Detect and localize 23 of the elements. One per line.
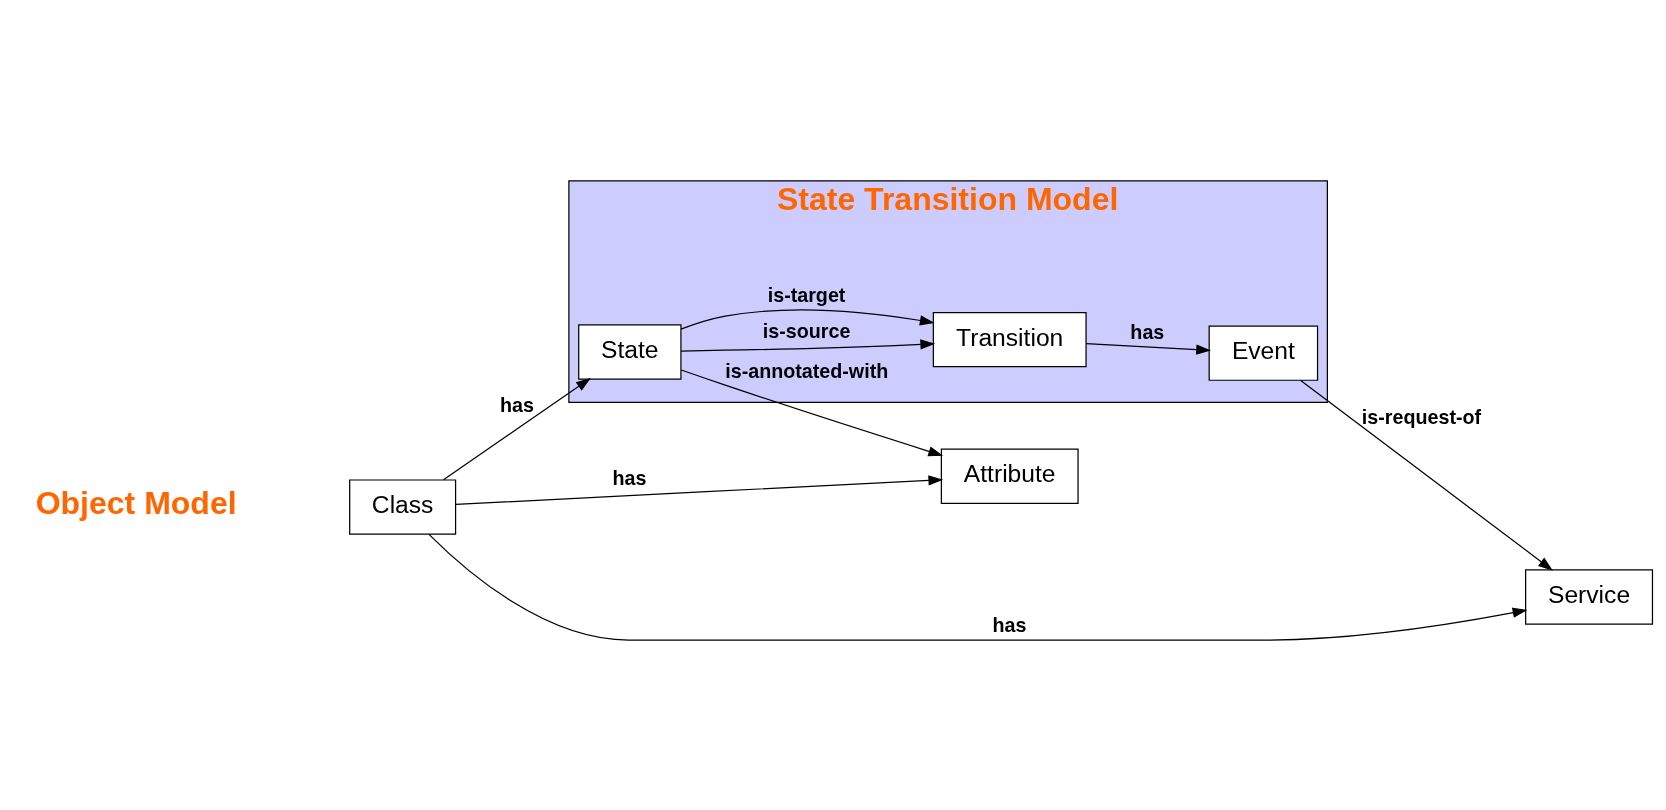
arrow xyxy=(680,368,944,456)
node-box: State xyxy=(578,323,682,380)
edge-label: is-target xyxy=(767,283,846,306)
node-box: Service xyxy=(1525,568,1654,625)
edge-label: has xyxy=(1130,320,1165,343)
arrow xyxy=(680,308,935,330)
arrow xyxy=(1085,342,1211,355)
node-box: Transition xyxy=(932,311,1087,367)
node-box: Class xyxy=(349,478,457,535)
arrow xyxy=(1300,379,1553,571)
edge-label: is-request-of xyxy=(1361,405,1482,428)
edge-label: has xyxy=(499,393,534,416)
edge-label: has xyxy=(612,466,647,489)
edge-label: has xyxy=(992,613,1027,636)
edge-label: is-annotated-with xyxy=(725,359,889,382)
arrow xyxy=(680,338,936,352)
node-box: Event xyxy=(1208,324,1319,381)
arrow xyxy=(455,474,944,505)
arrow xyxy=(442,377,591,480)
label: Object Model xyxy=(35,484,237,521)
node-box: Attribute xyxy=(940,448,1079,504)
edge-label: is-source xyxy=(762,319,851,342)
arrow xyxy=(428,533,1528,641)
